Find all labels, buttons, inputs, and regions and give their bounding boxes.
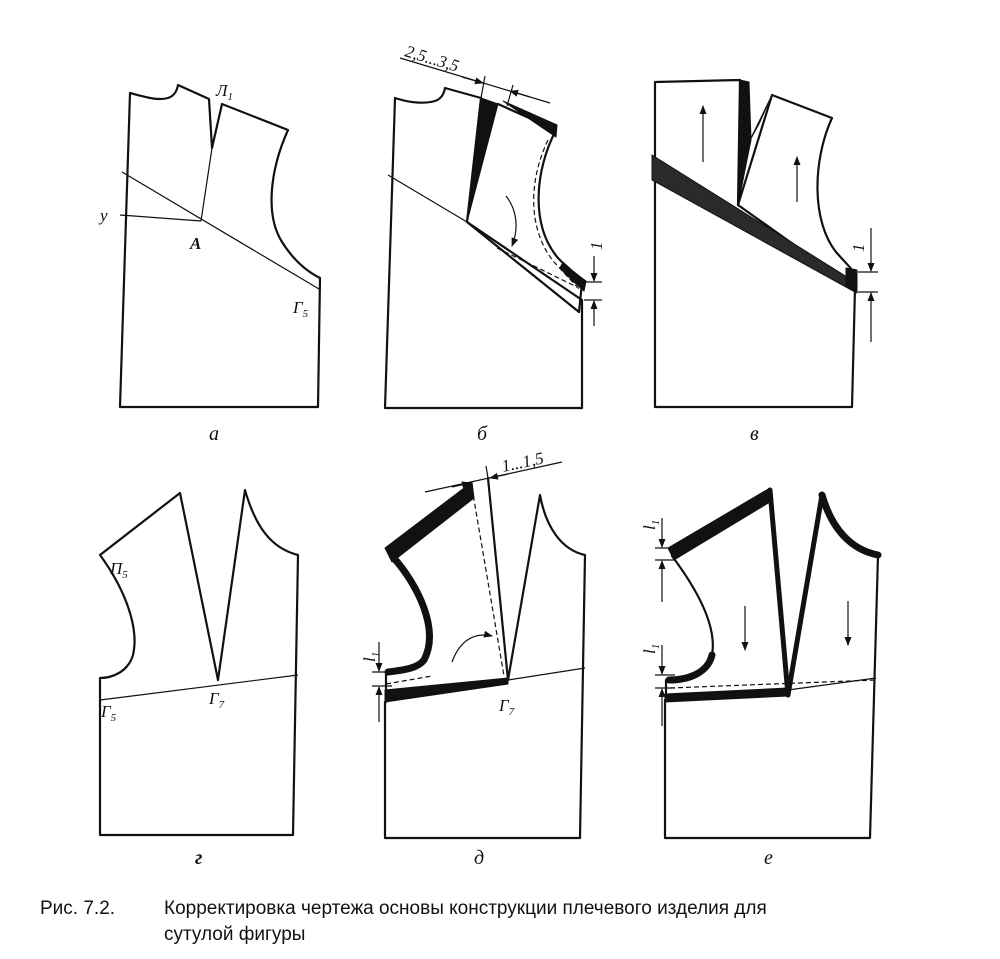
panel-g-label: г — [195, 847, 202, 869]
panel-b-armhole-addition — [559, 261, 587, 292]
panel-e-bottom-addition — [664, 687, 789, 703]
panel-d-shoulder-addition — [384, 481, 475, 563]
panel-d-armhole-addition — [384, 553, 433, 676]
caption-line-1: Корректировка чертежа основы конструкции… — [164, 898, 767, 919]
panel-g-outline — [98, 488, 300, 837]
panel-b-dart-wedge — [466, 97, 499, 223]
panel-a-dart-axis — [200, 147, 213, 222]
panel-b-diagonal-line — [387, 174, 468, 223]
panel-e-dart-left-leg — [767, 487, 791, 698]
panel-d-dimension-arrow-left — [451, 481, 471, 489]
panel-b-original-line — [496, 247, 578, 288]
panel-b-extension-line-right — [506, 84, 514, 107]
panel-e: l1 l1 е — [640, 487, 882, 869]
panel-v-dart-wedge-right — [748, 96, 772, 143]
panel-d-point-G7: Г7 — [498, 696, 515, 718]
panel-g-point-G7: Г7 — [208, 689, 225, 711]
panel-d-rotation-arrow — [451, 630, 493, 663]
caption-number: Рис. 7.2. — [40, 898, 115, 919]
panel-d-dimension-label: 1...1,5 — [500, 448, 546, 475]
panel-v-armhole-addition — [845, 267, 858, 294]
panel-e-dart-right-leg — [785, 492, 825, 698]
panel-v-label: в — [750, 423, 759, 445]
panel-b-original-armhole — [533, 139, 581, 291]
panel-d-label: д — [474, 847, 484, 869]
panel-e-chest-line — [787, 677, 877, 691]
panel-d-body-outline — [383, 476, 587, 840]
panel-b: 2,5...3,5 1 б — [383, 42, 606, 445]
panel-b-dimension-arrow-left — [461, 76, 484, 85]
panel-a-point-G5: Г5 — [292, 298, 309, 320]
panel-d-original-armhole-line — [385, 675, 433, 685]
panel-g-point-G5: Г5 — [100, 702, 117, 724]
figure-caption: Рис. 7.2. Корректировка чертежа основы к… — [40, 898, 767, 945]
panel-a-outline — [118, 83, 322, 409]
panel-v-dark-band — [651, 154, 856, 293]
panel-e-l1-bottom-label: l1 — [640, 644, 662, 654]
panel-a-point-A: А — [189, 234, 201, 253]
panel-a-point-L1: Л1 — [215, 81, 233, 103]
panel-b-offset-label: 1 — [587, 242, 606, 251]
panel-a-point-y: у — [98, 206, 108, 225]
panel-b-dimension-label: 2,5...3,5 — [403, 42, 461, 76]
panel-b-dimension-arrow-right — [509, 89, 531, 98]
panel-e-shoulder-addition — [667, 487, 771, 561]
panel-v: 1 в — [651, 78, 878, 445]
caption-line-2: сутулой фигуры — [164, 924, 305, 945]
panel-e-neck-addition — [818, 491, 882, 559]
panel-a-label: а — [209, 423, 219, 445]
panel-e-body-outline — [663, 553, 880, 840]
panel-a-y-line — [119, 214, 202, 222]
panel-b-rotation-arrow — [505, 195, 519, 247]
panel-g: П5 Г5 Г7 г — [98, 488, 300, 869]
panel-d-dimension-arrow-right — [489, 472, 509, 480]
panel-e-armhole-upper — [670, 554, 714, 657]
panel-e-l1-top-label: l1 — [640, 520, 662, 530]
panel-v-rotated-piece — [736, 93, 857, 290]
panel-a: Л1 у А Г5 а — [98, 81, 322, 445]
panel-b-shoulder-addition — [502, 100, 558, 138]
panel-v-offset-label: 1 — [849, 244, 868, 253]
panel-v-dart-wedge — [737, 79, 752, 206]
panel-d-chest-line — [507, 667, 586, 681]
panel-d: 1...1,5 l1 Г7 д — [360, 448, 587, 869]
panel-g-point-P5: П5 — [109, 559, 128, 581]
panel-g-chest-line — [99, 674, 299, 701]
panel-d-extension-line — [485, 465, 489, 479]
panel-d-l1-label: l1 — [360, 652, 382, 662]
panel-e-armhole-addition — [665, 651, 716, 684]
panel-d-bottom-addition — [384, 677, 509, 703]
panel-e-original-chest-line — [669, 679, 877, 689]
panel-b-label: б — [477, 423, 488, 445]
panel-a-diagonal-line — [121, 171, 320, 290]
panel-e-label: е — [764, 847, 773, 869]
panel-b-extension-line-left — [480, 75, 486, 99]
